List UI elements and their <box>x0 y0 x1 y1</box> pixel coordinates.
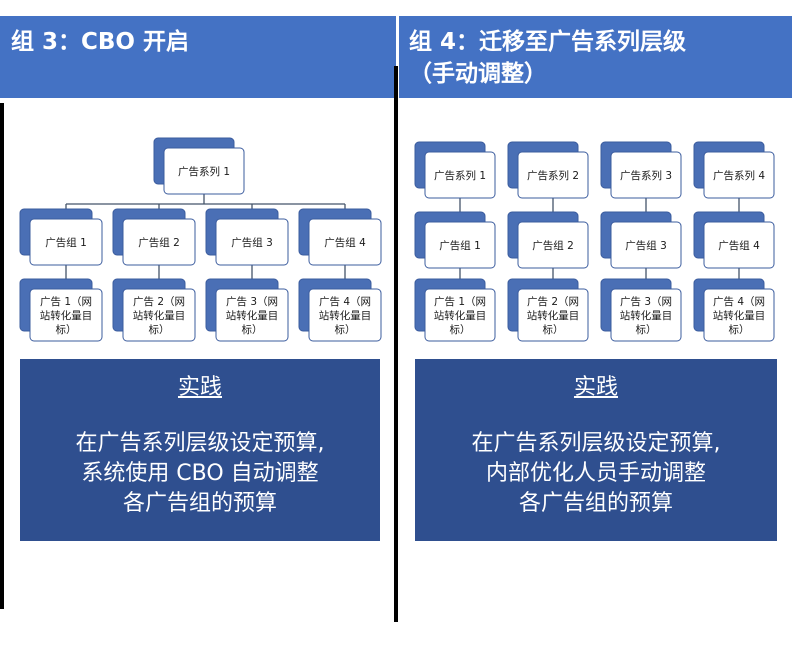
ad-node-label: 广告 3（网 <box>226 295 278 308</box>
panel-title: 组 4：迁移至广告系列层级 （手动调整） <box>399 16 792 98</box>
ad-group-node-box <box>308 218 382 266</box>
ad-group-node-label: 广告组 4 <box>324 236 366 249</box>
ad-node-box <box>517 288 589 342</box>
ad-group-node-label: 广告组 4 <box>718 239 760 252</box>
campaign-node-box <box>517 151 589 199</box>
panel-group-3: 组 3：CBO 开启 广告系列 1 广告组 1 广告组 2 广告组 3 广告组 4 广告 … <box>0 0 396 657</box>
ad-group-node-label: 广告组 1 <box>45 236 87 249</box>
ad-node-label: 站转化量目 <box>319 309 372 322</box>
ad-node-label: 广告 3（网 <box>620 295 672 308</box>
practice-description: 在广告系列层级设定预算, 内部优化人员手动调整 各广告组的预算 <box>471 431 721 516</box>
ad-node-label: 标） <box>729 324 750 336</box>
ad-node-label: 广告 2（网 <box>133 295 185 308</box>
ad-node-label: 站转化量目 <box>133 309 186 322</box>
ad-node-label: 站转化量目 <box>713 309 766 322</box>
ad-node-box <box>610 288 682 342</box>
practice-box: 实践 在广告系列层级设定预算, 内部优化人员手动调整 各广告组的预算 <box>415 359 777 541</box>
ad-group-node-label: 广告组 3 <box>231 236 273 249</box>
campaign-node-label: 广告系列 2 <box>527 169 579 182</box>
ad-group-node-box <box>610 221 682 269</box>
ad-node-box <box>308 288 382 342</box>
ad-group-node-box <box>517 221 589 269</box>
ad-group-node-label: 广告组 2 <box>532 239 574 252</box>
ad-node-label: 标） <box>335 324 356 336</box>
campaign-node-box <box>163 147 245 195</box>
practice-description: 在广告系列层级设定预算, 系统使用 CBO 自动调整 各广告组的预算 <box>75 431 325 516</box>
ad-node-box <box>29 288 103 342</box>
ad-node-label: 站转化量目 <box>527 309 580 322</box>
ad-node-label: 标） <box>56 324 77 336</box>
panel-title-line-2: （手动调整） <box>409 61 547 87</box>
ad-group-node-label: 广告组 1 <box>439 239 481 252</box>
campaign-node-box <box>610 151 682 199</box>
ad-node-label: 标） <box>543 324 564 336</box>
ad-group-node-label: 广告组 3 <box>625 239 667 252</box>
ad-node-label: 站转化量目 <box>434 309 487 322</box>
campaign-node: 广告系列 1 <box>153 137 245 195</box>
campaign-node: 广告系列 4 <box>693 141 775 199</box>
ad-group-node: 广告组 1 <box>19 208 103 266</box>
ad-node-label: 站转化量目 <box>40 309 93 322</box>
ad-node-label: 标） <box>636 324 657 336</box>
campaign-node-label: 广告系列 1 <box>434 169 486 182</box>
ad-node-label: 标） <box>450 324 471 336</box>
ad-group-node-label: 广告组 2 <box>138 236 180 249</box>
ad-node-box <box>215 288 289 342</box>
ad-node-label: 站转化量目 <box>226 309 279 322</box>
ad-node-label: 广告 4（网 <box>713 295 765 308</box>
practice-title: 实践 <box>573 375 618 400</box>
campaign-node-box <box>703 151 775 199</box>
hierarchy-diagram: 广告系列 1 广告系列 2 广告系列 3 广告系列 4 广告组 1 广告组 2 广告组 3 广… <box>414 141 775 342</box>
campaign-node: 广告系列 3 <box>600 141 682 199</box>
ad-group-node: 广告组 4 <box>298 208 382 266</box>
ad-group-node: 广告组 3 <box>600 211 682 269</box>
ad-node-box <box>703 288 775 342</box>
ad-node-label: 广告 4（网 <box>319 295 371 308</box>
left-edge-bar <box>0 103 4 609</box>
ad-node-label: 广告 1（网 <box>40 295 92 308</box>
campaign-node-label: 广告系列 4 <box>713 169 765 182</box>
ad-group-node: 广告组 3 <box>205 208 289 266</box>
panel-title-line-1: 组 4：迁移至广告系列层级 <box>409 29 687 55</box>
campaign-node-box <box>424 151 496 199</box>
campaign-node-label: 广告系列 1 <box>178 165 230 178</box>
campaign-node-label: 广告系列 3 <box>620 169 672 182</box>
ad-group-node: 广告组 2 <box>112 208 196 266</box>
panel-title-text: 组 3：CBO 开启 <box>11 29 189 55</box>
ad-group-node-box <box>703 221 775 269</box>
campaign-node: 广告系列 1 <box>414 141 496 199</box>
practice-box: 实践 在广告系列层级设定预算, 系统使用 CBO 自动调整 各广告组的预算 <box>20 359 380 541</box>
ad-group-node: 广告组 4 <box>693 211 775 269</box>
ad-group-node: 广告组 1 <box>414 211 496 269</box>
ad-group-node-box <box>122 218 196 266</box>
ad-node-label: 标） <box>149 324 170 336</box>
ad-node-label: 标） <box>242 324 263 336</box>
ad-node-label: 广告 1（网 <box>434 295 486 308</box>
ad-group-node-box <box>215 218 289 266</box>
divider-bar <box>394 66 398 622</box>
campaign-node: 广告系列 2 <box>507 141 589 199</box>
ad-node-label: 站转化量目 <box>620 309 673 322</box>
practice-title: 实践 <box>177 375 222 400</box>
ad-node-label: 广告 2（网 <box>527 295 579 308</box>
ad-group-node: 广告组 2 <box>507 211 589 269</box>
ad-group-node-box <box>29 218 103 266</box>
ad-node-box <box>424 288 496 342</box>
ad-node-box <box>122 288 196 342</box>
panel-title: 组 3：CBO 开启 <box>0 16 396 98</box>
ad-group-node-box <box>424 221 496 269</box>
